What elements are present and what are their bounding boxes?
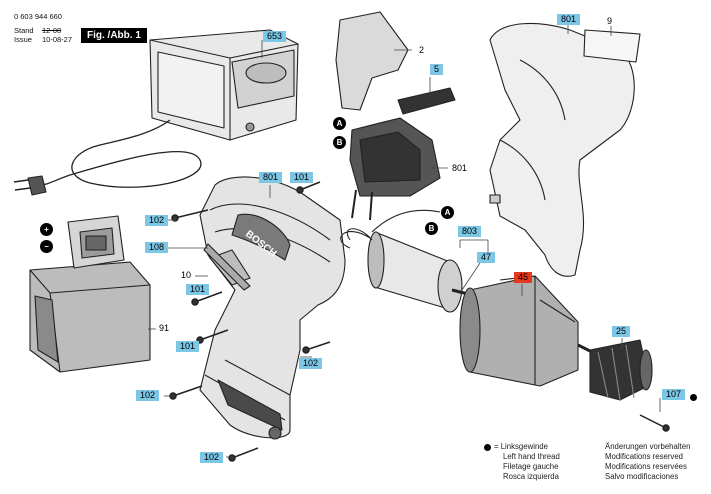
left-thread-marker [690,394,697,401]
callout-108: 108 [145,242,169,253]
battery-plus-marker: + [40,223,53,236]
callout-5: 5 [430,64,444,75]
issue-label: Issue [14,35,32,44]
callout-102-b: 102 [299,358,323,369]
switch-cover-illustration [335,11,456,115]
callout-47: 47 [477,252,496,263]
switch-assembly-illustration [349,117,441,221]
legend-left-line-4: Rosca izquierda [503,472,559,481]
legend-right-line-1: Änderungen vorbehalten [605,442,691,451]
chuck-illustration [589,339,653,401]
callout-801-housing: 801 [259,172,283,183]
figure-label: Fig. /Abb. 1 [81,28,147,43]
battery-pack-illustration [29,215,151,373]
callout-45: 45 [514,272,533,283]
callout-25: 25 [612,326,631,337]
callout-101-a: 101 [290,172,314,183]
drill-housing-illustration [199,176,346,440]
callout-801-switch: 801 [452,163,468,173]
screws-illustration [169,181,670,462]
battery-minus-marker: − [40,240,53,253]
callout-801-top: 801 [557,14,581,25]
motor-illustration [340,209,469,313]
marker-b-switch: B [333,136,346,149]
housing-shell-illustration [489,22,641,277]
callout-2: 2 [419,45,425,55]
power-cord-illustration [13,119,202,196]
callout-653: 653 [263,31,287,42]
legend-right-line-4: Salvo modificaciones [605,472,679,481]
new-date: 10-08-27 [42,35,73,44]
legend-right-line-3: Modifications reservées [605,462,687,471]
callout-101-c: 101 [176,341,200,352]
old-date: 12-08 [42,26,62,35]
callout-10: 10 [181,270,192,280]
legend-left-line-2: Left hand thread [503,452,560,461]
charger-illustration [149,29,299,141]
legend-right-line-2: Modifications reserved [605,452,684,461]
legend-left-line-1: = Linksgewinde [494,442,548,451]
callout-102-d: 102 [200,452,224,463]
callout-102-a: 102 [145,215,169,226]
callout-101-b: 101 [186,284,210,295]
leader-lines [148,24,661,458]
legend-left-line-3: Filetage gauche [503,462,559,471]
gearbox-illustration [459,275,599,387]
callout-91: 91 [159,323,170,333]
legend-bullet [484,444,491,451]
marker-b-motor: B [425,222,438,235]
stand-label: Stand [14,26,34,35]
callout-107: 107 [662,389,686,400]
part-number: 0 603 944 660 [14,12,62,21]
callout-102-c: 102 [136,390,160,401]
marker-a-switch: A [333,117,346,130]
marker-a-motor: A [441,206,454,219]
callout-803: 803 [458,226,482,237]
callout-9: 9 [607,16,613,26]
